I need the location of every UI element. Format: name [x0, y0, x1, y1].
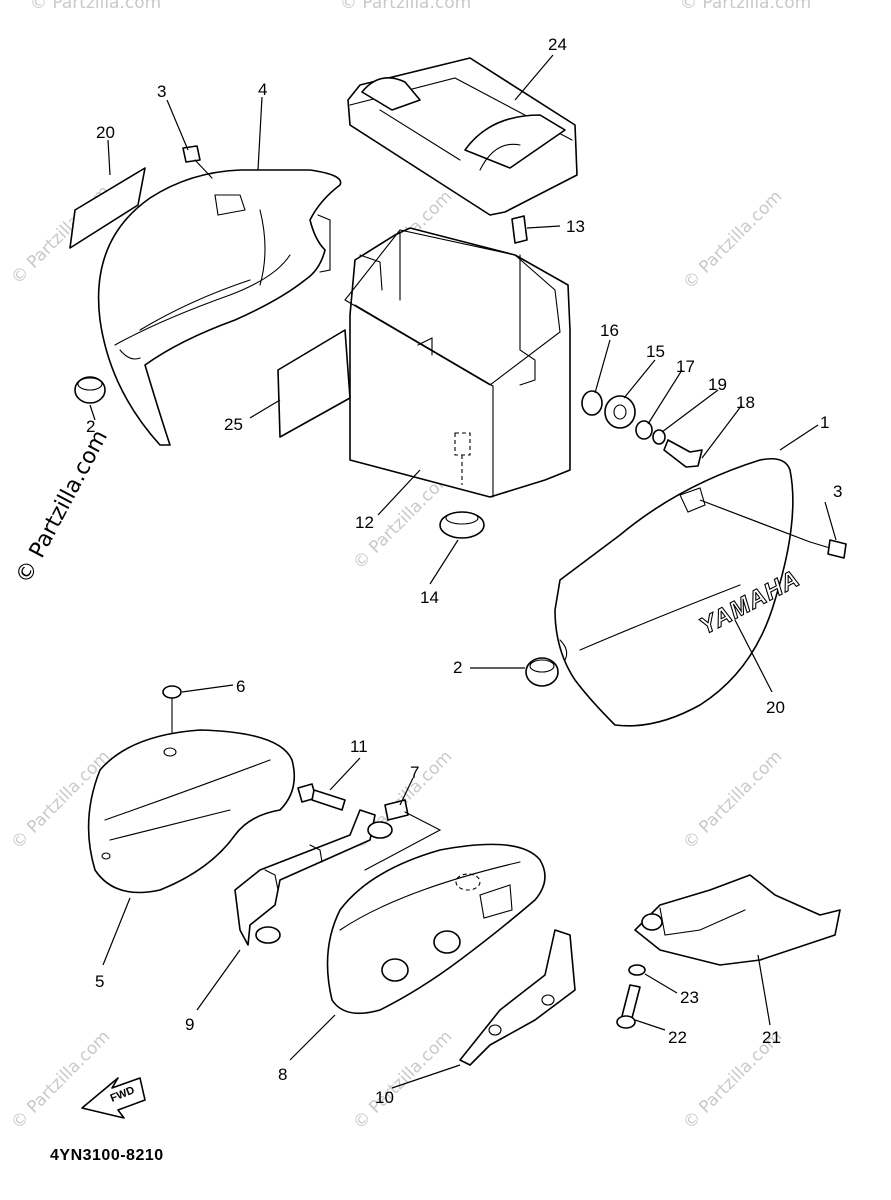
air-cleaner-case-8: [326, 843, 546, 1015]
callout-6: 6: [236, 677, 245, 696]
callout-7: 7: [410, 763, 419, 782]
callout-14: 14: [420, 588, 439, 607]
watermark: © Partzilla.com: [679, 187, 786, 294]
callout-20: 20: [766, 698, 785, 717]
callout-9: 9: [185, 1015, 194, 1034]
callout-4: 4: [258, 80, 267, 99]
diagram-code: 4YN3100-8210: [50, 1147, 164, 1164]
clip-13: [511, 215, 528, 244]
washer-23: [628, 964, 646, 976]
leader-lines: [89, 54, 837, 1089]
callout-3: 3: [157, 82, 166, 101]
watermark: © Partzilla.com: [340, 0, 471, 13]
callout-15: 15: [646, 342, 665, 361]
clip-7: [364, 799, 442, 871]
holder-21: [634, 874, 841, 966]
callout-3: 3: [833, 482, 842, 501]
callout-13: 13: [566, 217, 585, 236]
battery-cover-24: [347, 57, 578, 216]
bracket-10: [459, 929, 576, 1066]
grommet-2-right: [525, 657, 559, 687]
cover-5: [87, 729, 296, 894]
watermark: © Partzilla.com: [349, 1027, 456, 1134]
callout-23: 23: [680, 988, 699, 1007]
watermark: © Partzilla.com: [30, 0, 161, 13]
grommet-14: [439, 511, 485, 539]
bolt-3-right: [809, 539, 847, 559]
bolt-22: [616, 984, 641, 1029]
callout-2: 2: [86, 417, 95, 436]
forward-arrow-icon: FWD: [81, 1077, 146, 1119]
callout-12: 12: [355, 513, 374, 532]
callout-2: 2: [453, 658, 462, 677]
callout-5: 5: [95, 972, 104, 991]
callout-21: 21: [762, 1028, 781, 1047]
decal-20-left: [69, 167, 146, 249]
callout-11: 11: [350, 737, 368, 756]
grommet-2-left: [74, 376, 106, 404]
bolt-11: [297, 783, 346, 811]
bolt-3-left: [182, 145, 213, 179]
watermark: © Partzilla.com: [679, 747, 786, 854]
watermark: © Partzilla.com: [7, 1027, 114, 1134]
battery-box-12: [344, 227, 571, 498]
callout-8: 8: [278, 1065, 287, 1084]
watermark: © Partzilla.com: [680, 0, 811, 13]
callout-20: 20: [96, 123, 115, 142]
side-cover-right-1: YAMAHA: [554, 457, 805, 727]
callout-24: 24: [548, 35, 567, 54]
copyright-text: © Partzilla.com: [11, 426, 113, 588]
callout-25: 25: [224, 415, 243, 434]
callout-22: 22: [668, 1028, 687, 1047]
label-25: [277, 329, 351, 438]
bracket-9: [234, 809, 393, 946]
side-cover-left-4: [97, 169, 342, 446]
callout-19: 19: [708, 375, 727, 394]
callout-17: 17: [676, 357, 695, 376]
hardware-row: [581, 390, 703, 468]
callout-10: 10: [375, 1088, 394, 1107]
callout-1: 1: [820, 413, 829, 432]
callout-18: 18: [736, 393, 755, 412]
callout-labels: 24 3 4 20 13 16 15 17 19 18 1 2 25 3 12 …: [86, 35, 842, 1107]
callout-16: 16: [600, 321, 619, 340]
